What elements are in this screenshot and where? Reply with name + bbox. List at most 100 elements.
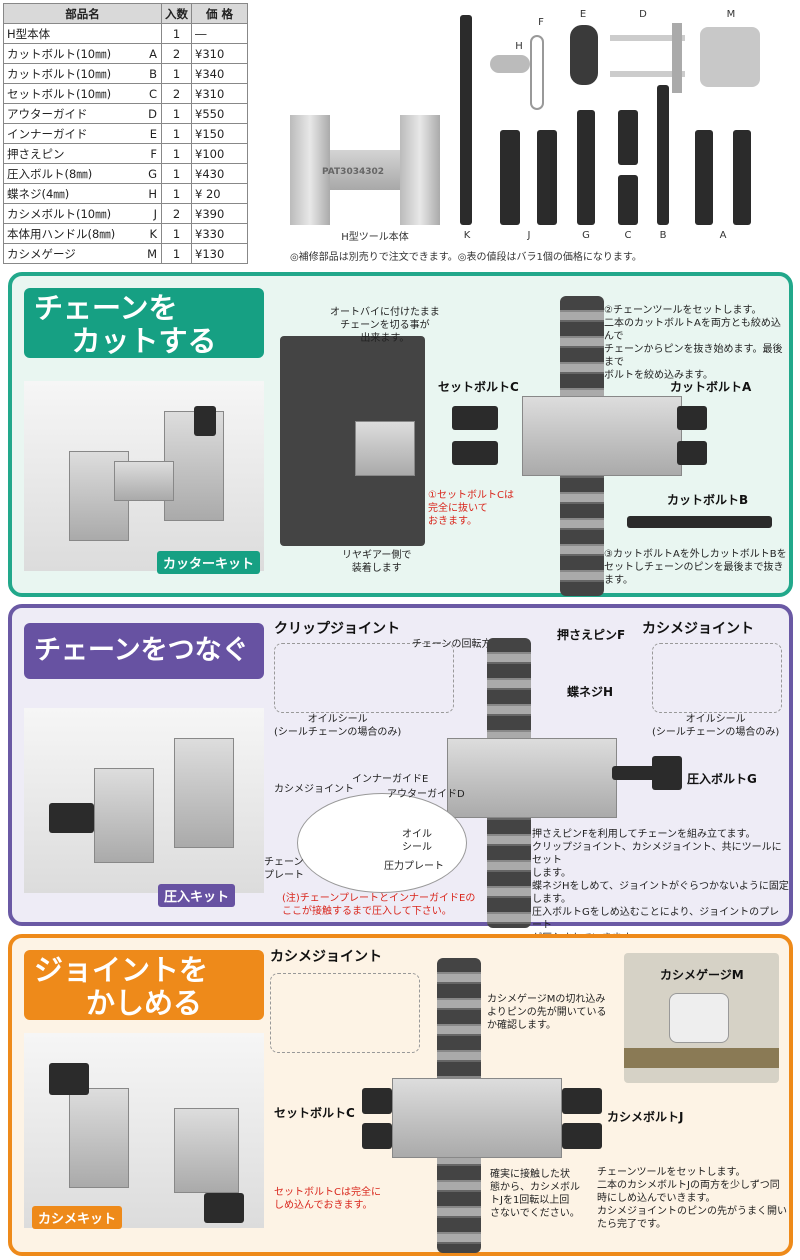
- bolt-g: [577, 110, 595, 225]
- set-bolt-note: セットボルトCは完全に しめ込んでおきます。: [274, 1187, 381, 1211]
- part-price: ¥150: [191, 123, 248, 144]
- diagram-inner: インナーガイドE: [352, 774, 429, 785]
- part-qty: 1: [161, 163, 192, 184]
- crimp-kit-photo: [24, 1033, 264, 1228]
- part-code: J: [153, 207, 157, 221]
- crimp-kashime-joint-label: カシメジョイント: [270, 949, 382, 965]
- section-cut: チェーンを カットする カッターキット オートバイに付けたまま チェーンを切る事…: [8, 272, 793, 597]
- kashime-joint-diagram: [652, 643, 782, 713]
- bolt-b: [657, 85, 669, 225]
- part-name: 圧入ボルト(8㎜): [7, 166, 93, 181]
- crimp-final-note: チェーンツールをセットします。 二本のカシメボルトJの両方を少しずつ同 時にしめ…: [597, 1167, 787, 1230]
- diagram-press-plate: 圧力プレート: [384, 861, 444, 872]
- label-m: M: [726, 9, 736, 20]
- gauge-photo: [624, 953, 779, 1083]
- crimp-title: ジョイントを かしめる: [24, 950, 264, 1020]
- rear-gear-note: リヤギアー側で 装着します: [342, 550, 412, 574]
- part-price: ―: [191, 23, 248, 44]
- parts-note: ◎補修部品は別売りで注文できます。◎表の値段はバラ1個の価格になります。: [290, 252, 642, 263]
- label-b: B: [659, 230, 667, 241]
- part-qty: 1: [161, 183, 192, 204]
- part-code: K: [149, 227, 157, 241]
- gauge-label: カシメゲージM: [660, 968, 744, 982]
- section-crimp: ジョイントを かしめる カシメキット カシメジョイント セットボルトC カシメボ…: [8, 934, 793, 1256]
- part-code: D: [148, 107, 157, 121]
- part-name: カットボルト(10㎜): [7, 66, 112, 81]
- set-bolt-c: [362, 1123, 392, 1149]
- part-name: 本体用ハンドル(8㎜): [7, 226, 116, 241]
- cutter-kit-photo: [24, 381, 264, 571]
- part-qty: 1: [161, 23, 192, 44]
- motorbike-note: オートバイに付けたまま チェーンを切る事が 出来ます。: [330, 307, 440, 344]
- clip-joint-label: クリップジョイント: [274, 621, 400, 637]
- part-code: G: [148, 167, 157, 181]
- part-name: インナーガイド: [7, 126, 88, 141]
- set-bolt-c: [362, 1088, 392, 1114]
- header-qty: 入数: [161, 3, 192, 24]
- part-code: F: [150, 147, 157, 161]
- part-qty: 1: [161, 223, 192, 244]
- part-qty: 2: [161, 203, 192, 224]
- press-tool-body: [447, 738, 617, 818]
- h-tool-body: PAT3034302: [290, 115, 440, 225]
- oil-seal-right: オイルシール (シールチェーンの場合のみ): [652, 714, 780, 738]
- step3-note: ③カットボルトAを外しカットボルトBを セットしチェーンのピンを最後まで抜きます…: [604, 549, 787, 586]
- bolt-a: [695, 130, 713, 225]
- crimp-title-line2: かしめる: [85, 986, 202, 1020]
- part-code: E: [149, 127, 157, 141]
- label-h: H: [515, 41, 523, 52]
- label-k: K: [463, 230, 471, 241]
- crimp-joint-diagram: [270, 973, 420, 1053]
- motorbike-photo: [280, 336, 425, 546]
- cutter-kit-label: カッターキット: [157, 551, 261, 574]
- part-name: H型本体: [7, 26, 51, 41]
- part-price: ¥390: [191, 203, 248, 224]
- header-part-name: 部品名: [3, 3, 162, 24]
- crimp-kit-label: カシメキット: [32, 1206, 123, 1229]
- wing-h-label: 蝶ネジH: [567, 685, 614, 699]
- kashime-bolt-j: [562, 1123, 602, 1149]
- part-price: ¥550: [191, 103, 248, 124]
- bolt-j: [500, 130, 520, 225]
- part-name: アウターガイド: [7, 106, 88, 121]
- cut-bolt-a: [677, 406, 707, 430]
- label-c: C: [624, 230, 632, 241]
- press-kit-photo: [24, 708, 264, 893]
- label-g: G: [582, 230, 590, 241]
- step1-note: ①セットボルトCは 完全に抜いて おきます。: [428, 490, 514, 527]
- press-kit-label: 圧入キット: [158, 884, 236, 907]
- crimp-set-bolt-c-label: セットボルトC: [274, 1106, 355, 1120]
- kashime-bolt-j-label: カシメボルトJ: [607, 1110, 684, 1124]
- part-price: ¥430: [191, 163, 248, 184]
- diagram-kashime: カシメジョイント: [274, 784, 354, 795]
- inner-guide-e: [570, 25, 598, 85]
- part-name: 蝶ネジ(4㎜): [7, 186, 70, 201]
- oil-seal-left: オイルシール (シールチェーンの場合のみ): [274, 714, 402, 738]
- press-bolt-g-head: [652, 756, 682, 790]
- label-d: D: [639, 9, 647, 20]
- label-a: A: [719, 230, 727, 241]
- diagram-chain-plate: チェーン プレート: [264, 857, 304, 881]
- part-price: ¥100: [191, 143, 248, 164]
- crimp-tool-body: [392, 1078, 562, 1158]
- part-name: セットボルト(10㎜): [7, 86, 112, 101]
- caution-note: (注)チェーンプレートとインナーガイドEの ここが接触するまで圧入して下さい。: [282, 893, 476, 917]
- part-code: B: [149, 67, 157, 81]
- connect-title: チェーンをつなぐ: [24, 623, 264, 679]
- gauge-note: カシメゲージMの切れ込み よりピンの先が開いている か確認します。: [487, 994, 607, 1031]
- set-bolt-c: [452, 441, 498, 465]
- bolt-a: [733, 130, 751, 225]
- part-qty: 1: [161, 143, 192, 164]
- part-qty: 1: [161, 243, 192, 264]
